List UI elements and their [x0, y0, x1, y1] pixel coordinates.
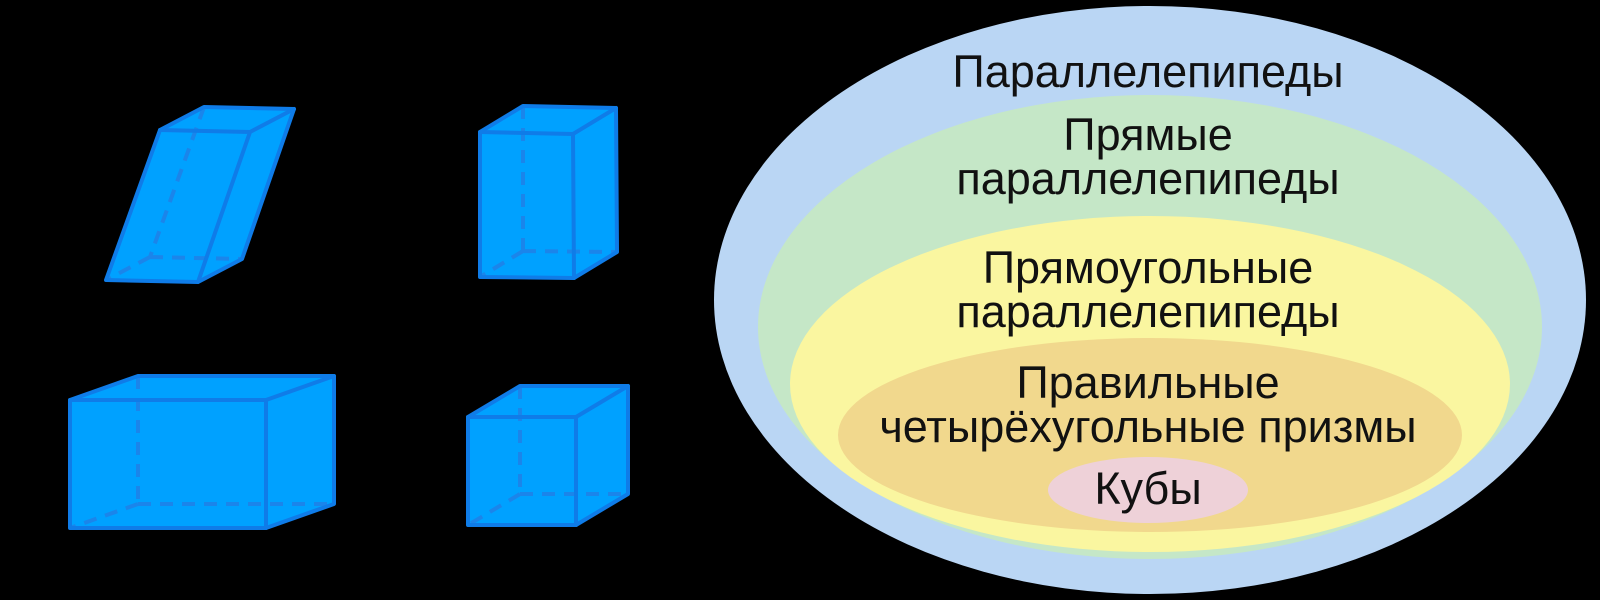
cube-figure: [466, 384, 630, 527]
set-label-cubes: Кубы: [748, 463, 1548, 514]
set-label-line: Кубы: [1094, 463, 1202, 514]
rectangular-parallelepiped-figure: [68, 374, 336, 530]
set-ellipse-regular-quadrangular-prisms: [838, 338, 1462, 532]
set-label-line: Правильные: [1016, 357, 1280, 408]
set-label-line: Прямые: [1063, 109, 1233, 160]
set-label-line: Прямоугольные: [982, 242, 1314, 293]
set-label-line: Параллелепипеды: [952, 46, 1344, 97]
parallelepiped-figures: [68, 104, 630, 530]
oblique-parallelepiped-figure: [104, 105, 296, 284]
right-parallelepiped-figure: [478, 104, 619, 280]
set-label-right-parallelepipeds: Прямые параллелепипеды: [748, 109, 1548, 204]
set-label-regular-quadrangular-prisms: Правильные четырёхугольные призмы: [748, 357, 1548, 452]
euler-diagram: [714, 6, 1586, 594]
set-ellipse-cubes: [1048, 457, 1248, 523]
set-label-rectangular-parallelepipeds: Прямоугольные параллелепипеды: [748, 242, 1548, 337]
set-label-line: параллелепипеды: [956, 286, 1340, 337]
set-label-line: четырёхугольные призмы: [879, 401, 1417, 452]
set-label-parallelepipeds: Параллелепипеды: [748, 46, 1548, 97]
set-label-line: параллелепипеды: [956, 153, 1340, 204]
